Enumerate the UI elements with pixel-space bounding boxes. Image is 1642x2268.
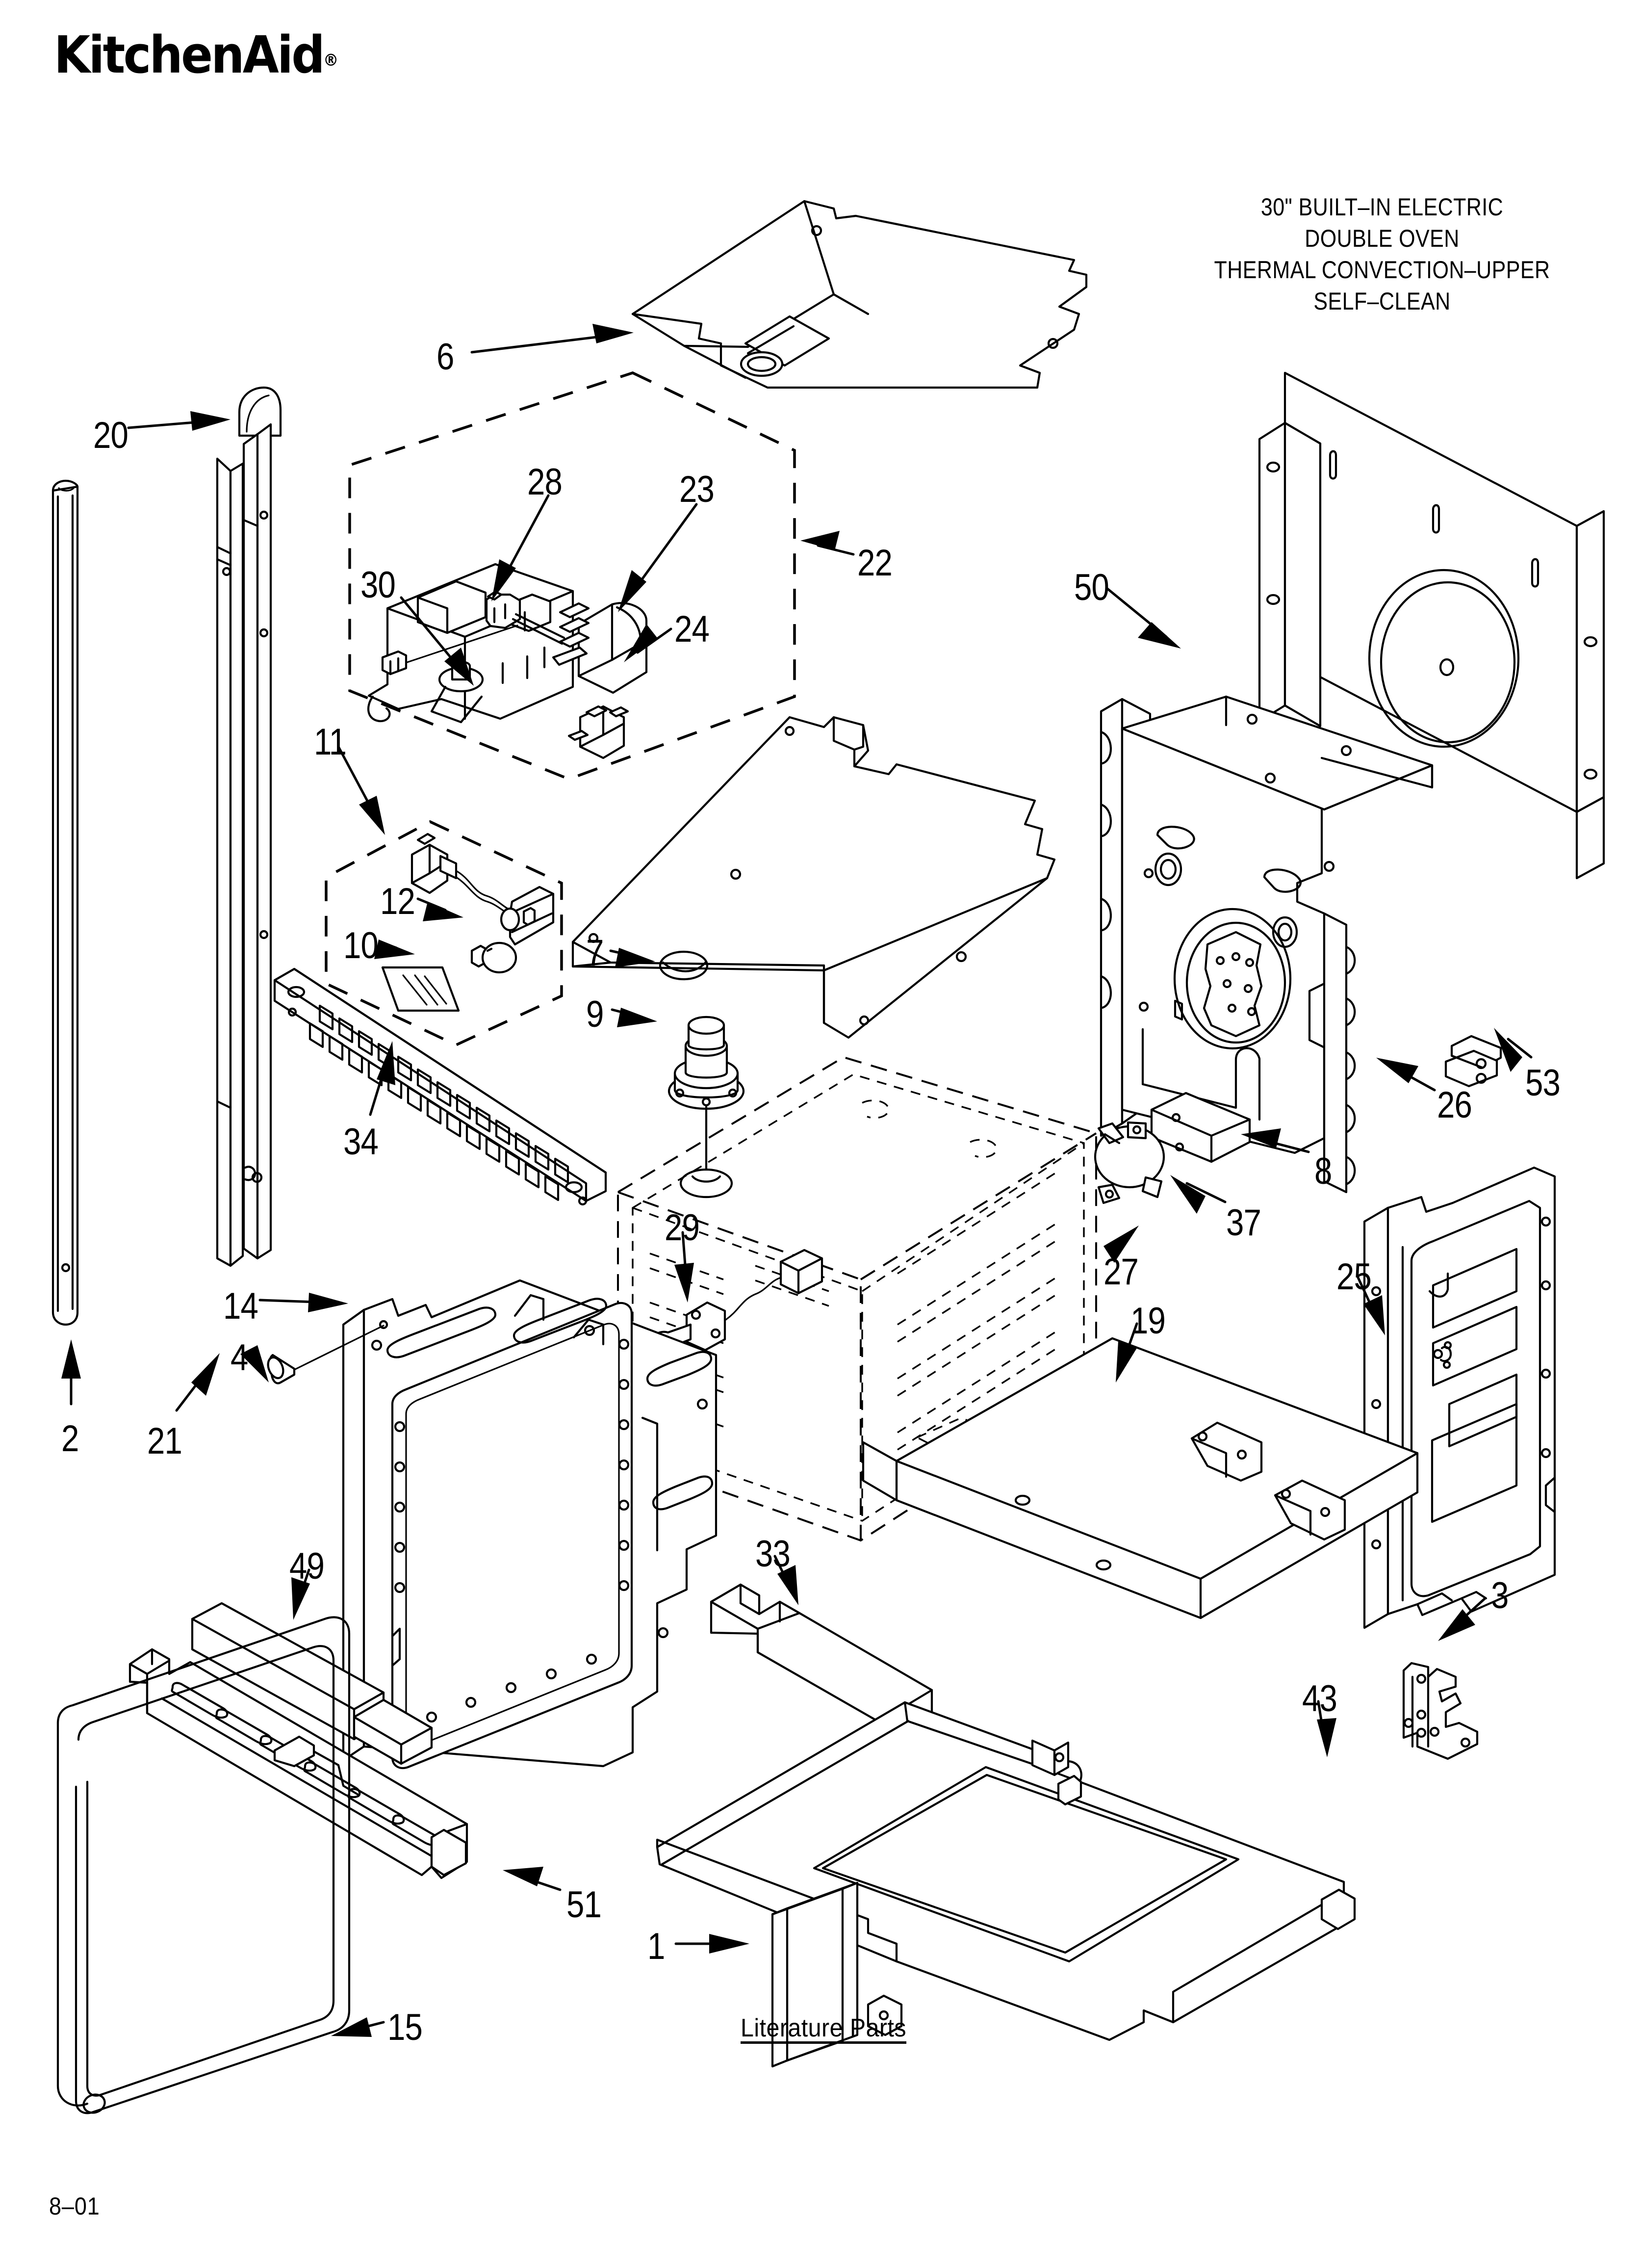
part-use-and-care-literature [771,1881,859,2068]
part-trim-strip [51,479,79,1326]
registered-trademark-icon: ® [323,51,339,70]
callout-15[interactable]: 15 [387,2007,423,2048]
diagram-title-block: 30" BUILT–IN ELECTRIC DOUBLE OVEN THERMA… [1180,191,1585,317]
callout-19[interactable]: 19 [1130,1300,1166,1342]
brand-name: KitchenAid [54,25,325,85]
callout-4[interactable]: 4 [231,1337,248,1379]
callout-2[interactable]: 2 [61,1418,79,1460]
callout-30[interactable]: 30 [360,564,396,606]
part-lamp-lens [381,966,460,1012]
callout-24[interactable]: 24 [674,608,710,650]
part-door-gasket-seal [56,1616,351,2114]
part-rear-access-cover [1258,371,1605,880]
part-front-frame [342,1279,718,1770]
title-line-2: DOUBLE OVEN [1305,225,1460,252]
title-line-1: 30" BUILT–IN ELECTRIC [1260,193,1504,221]
part-lamp-bulb [470,941,517,974]
callout-7[interactable]: 7 [586,932,604,974]
callout-23[interactable]: 23 [679,469,715,510]
part-latch-switch-secondary [567,705,629,759]
callout-21[interactable]: 21 [147,1420,182,1462]
title-line-4: SELF–CLEAN [1313,287,1451,315]
callout-34[interactable]: 34 [343,1121,379,1163]
part-top-cover-panel [631,200,1088,389]
part-latch-assembly-bracket [367,563,574,724]
callout-43[interactable]: 43 [1302,1678,1337,1720]
part-wire-clip-bracket [1444,1035,1502,1088]
callout-49[interactable]: 49 [289,1545,325,1587]
brand-logo: KitchenAid® [54,29,338,80]
part-bottom-shelf-panel [862,1337,1419,1619]
callout-51[interactable]: 51 [566,1884,602,1926]
part-component-mounting-plate [571,716,1056,1039]
part-thermal-cutoff [1094,1121,1165,1204]
literature-parts-label: Literature Parts [741,2014,907,2042]
callout-29[interactable]: 29 [665,1207,700,1249]
part-side-panel [1363,1166,1556,1629]
callout-1[interactable]: 1 [647,1926,665,1967]
part-latch-motor [552,602,648,694]
part-terminal-block [1150,1092,1251,1163]
callout-3[interactable]: 3 [1491,1575,1509,1616]
part-mounting-bracket [1402,1662,1479,1760]
callout-33[interactable]: 33 [755,1533,791,1575]
part-insulation-retainer [191,1602,433,1765]
callout-26[interactable]: 26 [1437,1084,1472,1126]
part-end-cap [238,386,282,437]
callout-50[interactable]: 50 [1074,567,1109,608]
callout-10[interactable]: 10 [343,925,379,966]
callout-9[interactable]: 9 [586,993,604,1035]
callout-20[interactable]: 20 [93,415,128,456]
callout-37[interactable]: 37 [1226,1202,1261,1244]
callout-27[interactable]: 27 [1103,1251,1139,1293]
callout-22[interactable]: 22 [857,542,893,584]
group-oven-lamp-assembly [325,820,563,1047]
callout-14[interactable]: 14 [223,1285,258,1327]
callout-leaders [61,324,1533,2037]
callout-12[interactable]: 12 [380,881,415,922]
part-side-trim-rail [216,423,272,1267]
part-push-pin-fastener [267,1320,388,1384]
callout-53[interactable]: 53 [1525,1062,1561,1104]
callout-6[interactable]: 6 [436,336,454,378]
page-code: 8–01 [49,2192,100,2220]
callout-11[interactable]: 11 [314,721,347,763]
callout-8[interactable]: 8 [1314,1150,1332,1192]
callout-28[interactable]: 28 [527,461,563,503]
part-vent-trim-perforated [273,967,607,1206]
part-rear-chassis-panel [1100,695,1434,1194]
callout-25[interactable]: 25 [1336,1256,1372,1298]
part-lamp-socket [410,833,555,946]
group-door-latch-assembly [348,371,796,781]
part-oven-thermostat-sensor [667,1016,745,1199]
title-line-3: THERMAL CONVECTION–UPPER [1214,256,1550,284]
part-base-drip-frame [656,1701,1356,2041]
